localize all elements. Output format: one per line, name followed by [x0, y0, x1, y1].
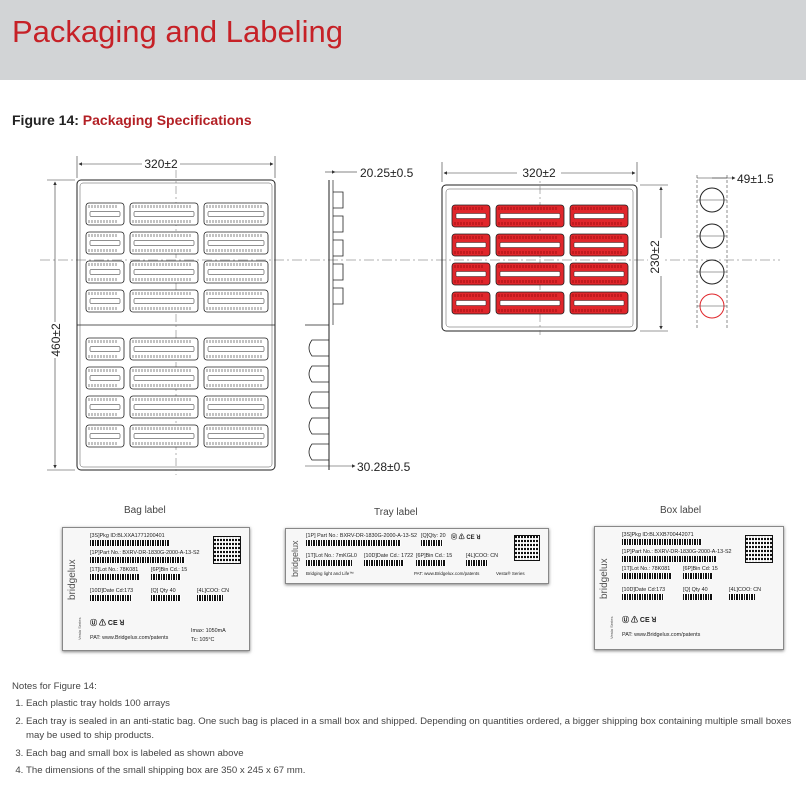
tray-side-view — [305, 180, 344, 470]
tray-tagline: Bridging light and Life™ — [306, 571, 354, 576]
box-series: Vesta Series — [609, 616, 614, 639]
tray-front-view — [76, 170, 276, 475]
bag-imax: Imax: 1050mA — [191, 628, 226, 634]
note-item: The dimensions of the small shipping box… — [26, 764, 802, 778]
tray-cell-grid — [85, 202, 269, 448]
note-item: Each tray is sealed in an anti-static ba… — [26, 715, 802, 744]
packaging-drawing: 320±2 460±2 20.25±0.5 30.28±0.5 320±2 23… — [40, 156, 780, 475]
figure-caption: Figure 14: Packaging Specifications — [12, 112, 252, 128]
stack-rings — [697, 187, 727, 319]
figure-notes: Notes for Figure 14: Each plastic tray h… — [12, 680, 802, 781]
stack-width-dim: 49±1.5 — [737, 172, 774, 186]
tray-qr-code — [514, 535, 540, 561]
notes-heading: Notes for Figure 14: — [12, 681, 97, 692]
tray-bin: [6P]Bin Cd.: 15 — [416, 553, 453, 559]
tray-lot: [1T]Lot No.: 7mKGL0 — [306, 553, 357, 559]
figure-title: Packaging Specifications — [82, 112, 252, 128]
bag-qty: [Q] Qty 40 — [151, 588, 176, 594]
bag-bin: [6P]Bin Cd.: 15 — [151, 567, 188, 573]
note-item: Each bag and small box is labeled as sho… — [26, 747, 802, 761]
bag-qr-code — [213, 536, 241, 564]
tray-coo: [4L]COO: CN — [466, 553, 499, 559]
tray-thickness-dim: 20.25±0.5 — [360, 166, 414, 180]
bag-label-caption: Bag label — [124, 505, 166, 516]
stack-side-view — [696, 175, 728, 330]
bag-series: Vesta Series — [77, 617, 82, 640]
tray-pat: PAT: www.Bridgelux.com/patents — [414, 571, 480, 576]
bag-pat: PAT: www.Bridgelux.com/patents — [90, 635, 169, 641]
bag-height-dim: 230±2 — [648, 240, 662, 274]
bag-tc: Tc: 105°C — [191, 637, 215, 643]
box-pkg: [3S]Pkg ID:BLXXB700442071 — [622, 532, 694, 538]
bag-coo: [4L]COO: CN — [197, 588, 230, 594]
tray-label-card: bridgelux [1P] Part No.: BXRV-DR-1830G-2… — [285, 528, 549, 584]
bag-cell-grid — [451, 204, 629, 315]
box-coo: [4L]COO: CN — [729, 587, 762, 593]
note-item: Each plastic tray holds 100 arrays — [26, 697, 802, 711]
figure-number: Figure 14: — [12, 112, 79, 128]
tray-width-dim: 320±2 — [144, 157, 178, 171]
tray-label-caption: Tray label — [374, 507, 418, 518]
box-label-card: bridgelux Vesta Series [3S]Pkg ID:BLXXB7… — [594, 526, 784, 650]
box-pat: PAT: www.Bridgelux.com/patents — [622, 632, 701, 638]
box-date: [10D]Date Cd:173 — [622, 587, 666, 593]
tray-height-dim: 460±2 — [49, 323, 63, 357]
tray-offset-dim: 30.28±0.5 — [357, 460, 411, 474]
page-title: Packaging and Labeling — [12, 14, 343, 49]
bag-date: [10D]Date Cd:173 — [90, 588, 134, 594]
box-qr-code — [745, 535, 773, 563]
bag-label-card: bridgelux Vesta Series [3S]Pkg ID:BLXXA1… — [62, 527, 250, 651]
box-qty: [Q] Qty 40 — [683, 587, 708, 593]
bag-brand: bridgelux — [67, 559, 78, 600]
bag-pkg: [3S]Pkg ID:BLXXA1771200401 — [90, 533, 165, 539]
bag-width-dim: 320±2 — [522, 166, 556, 180]
box-lot: [1T]Lot No.: 78K081 — [622, 566, 671, 572]
box-label-caption: Box label — [660, 505, 702, 516]
page-header: Packaging and Labeling — [0, 0, 806, 80]
tray-qty: [Q]Qty: 20 — [421, 533, 446, 539]
bag-view — [441, 170, 638, 335]
bag-part: [1P]Part No.: BXRV-DR-1830G-2000-A-13-S2 — [90, 550, 200, 556]
notes-list: Each plastic tray holds 100 arrays Each … — [12, 697, 802, 778]
tray-brand: bridgelux — [290, 540, 300, 577]
tray-series: Vesta® Series — [496, 571, 525, 576]
tray-part: [1P] Part No.: BXRV-DR-1830G-2000-A-13-S… — [306, 533, 418, 539]
box-bin: [6P]Bin Cd: 15 — [683, 566, 718, 572]
side-pockets — [308, 191, 344, 461]
box-part: [1P]Part No.: BXRV-DR-1830G-2000-A-13-S2 — [622, 549, 732, 555]
tray-date: [10D]Date Cd.: 1722 — [364, 553, 414, 559]
bag-lot: [1T]Lot No.: 78K081 — [90, 567, 139, 573]
box-brand: bridgelux — [599, 558, 610, 599]
